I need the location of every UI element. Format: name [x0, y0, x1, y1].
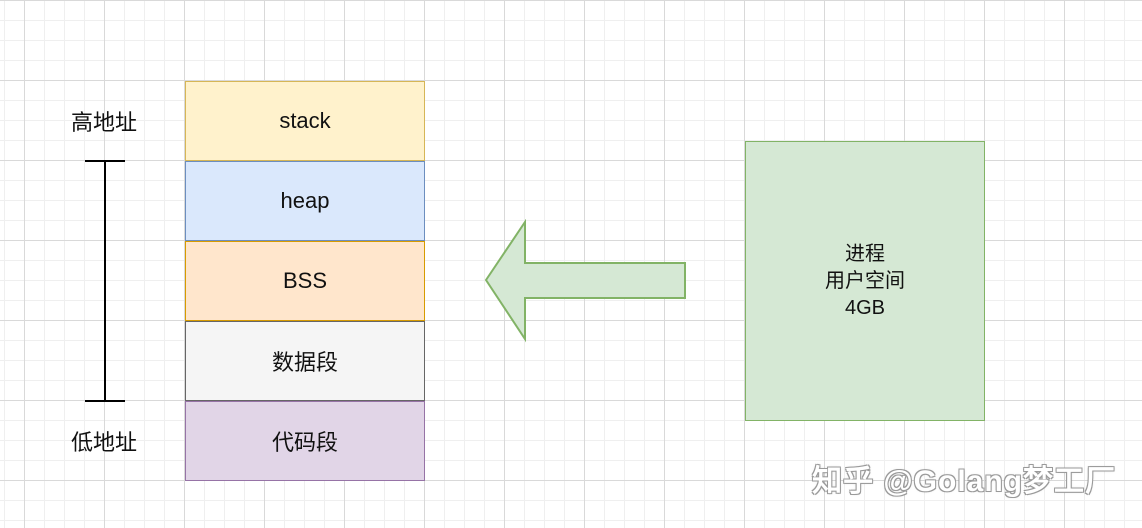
segment-label: stack [279, 108, 331, 133]
segment-label: 数据段 [271, 350, 338, 375]
segment-stack: stack [185, 81, 425, 161]
segment-label: BSS [282, 268, 328, 293]
process-line: 进程 [845, 242, 885, 265]
segment-data: 数据段 [185, 321, 425, 401]
high-address-label: 高地址 [70, 110, 137, 135]
process-user-space-box: 进程 用户空间 4GB [745, 141, 985, 421]
segment-bss: BSS [185, 241, 425, 321]
address-range-bar [85, 160, 125, 402]
arrow-shape [484, 219, 686, 343]
watermark: 知乎 @Golang梦工厂 [812, 465, 1116, 498]
segment-heap: heap [185, 161, 425, 241]
segment-label: heap [280, 188, 330, 213]
process-line: 4GB [844, 296, 886, 319]
segment-code: 代码段 [185, 401, 425, 481]
left-arrow-icon [484, 219, 686, 343]
low-address-label: 低地址 [70, 430, 137, 455]
segment-label: 代码段 [271, 430, 338, 455]
process-line: 用户空间 [825, 269, 905, 292]
